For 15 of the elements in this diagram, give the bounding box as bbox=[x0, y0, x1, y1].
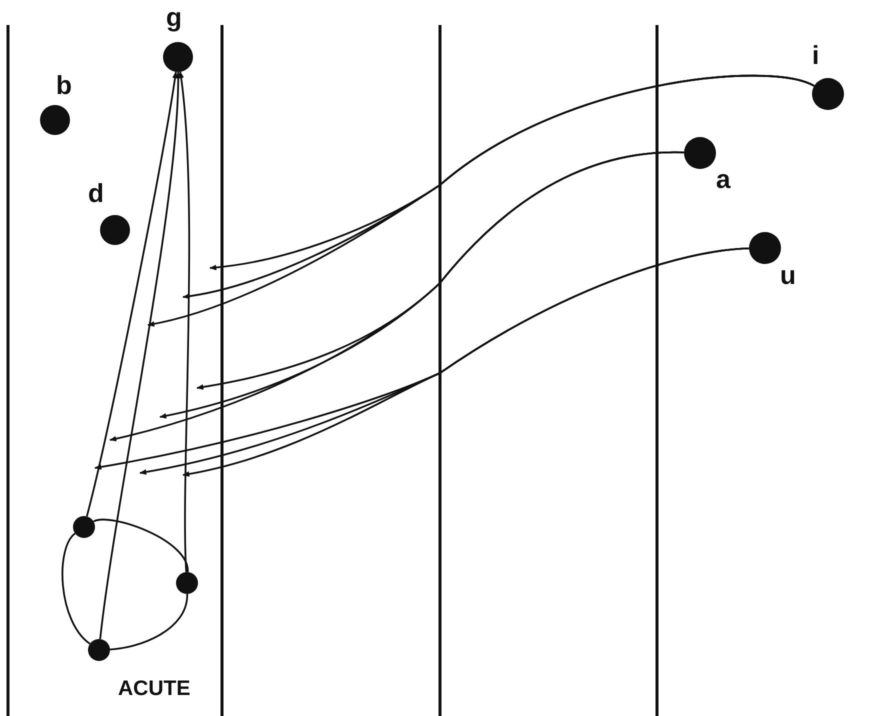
arrow bbox=[147, 74, 815, 326]
node-label: u bbox=[780, 262, 796, 288]
node-label: a bbox=[716, 166, 730, 192]
connector-line bbox=[93, 518, 189, 572]
group-label: ACUTE bbox=[118, 678, 190, 700]
node-label: g bbox=[166, 4, 182, 30]
arrow bbox=[109, 151, 684, 442]
node-label: i bbox=[812, 42, 820, 68]
arrow bbox=[86, 71, 178, 517]
arrow bbox=[178, 71, 190, 572]
node-label: d bbox=[88, 180, 104, 206]
arrow bbox=[99, 71, 181, 640]
connector-line bbox=[62, 532, 90, 644]
node-label: b bbox=[56, 72, 72, 98]
connector-line bbox=[110, 594, 188, 650]
